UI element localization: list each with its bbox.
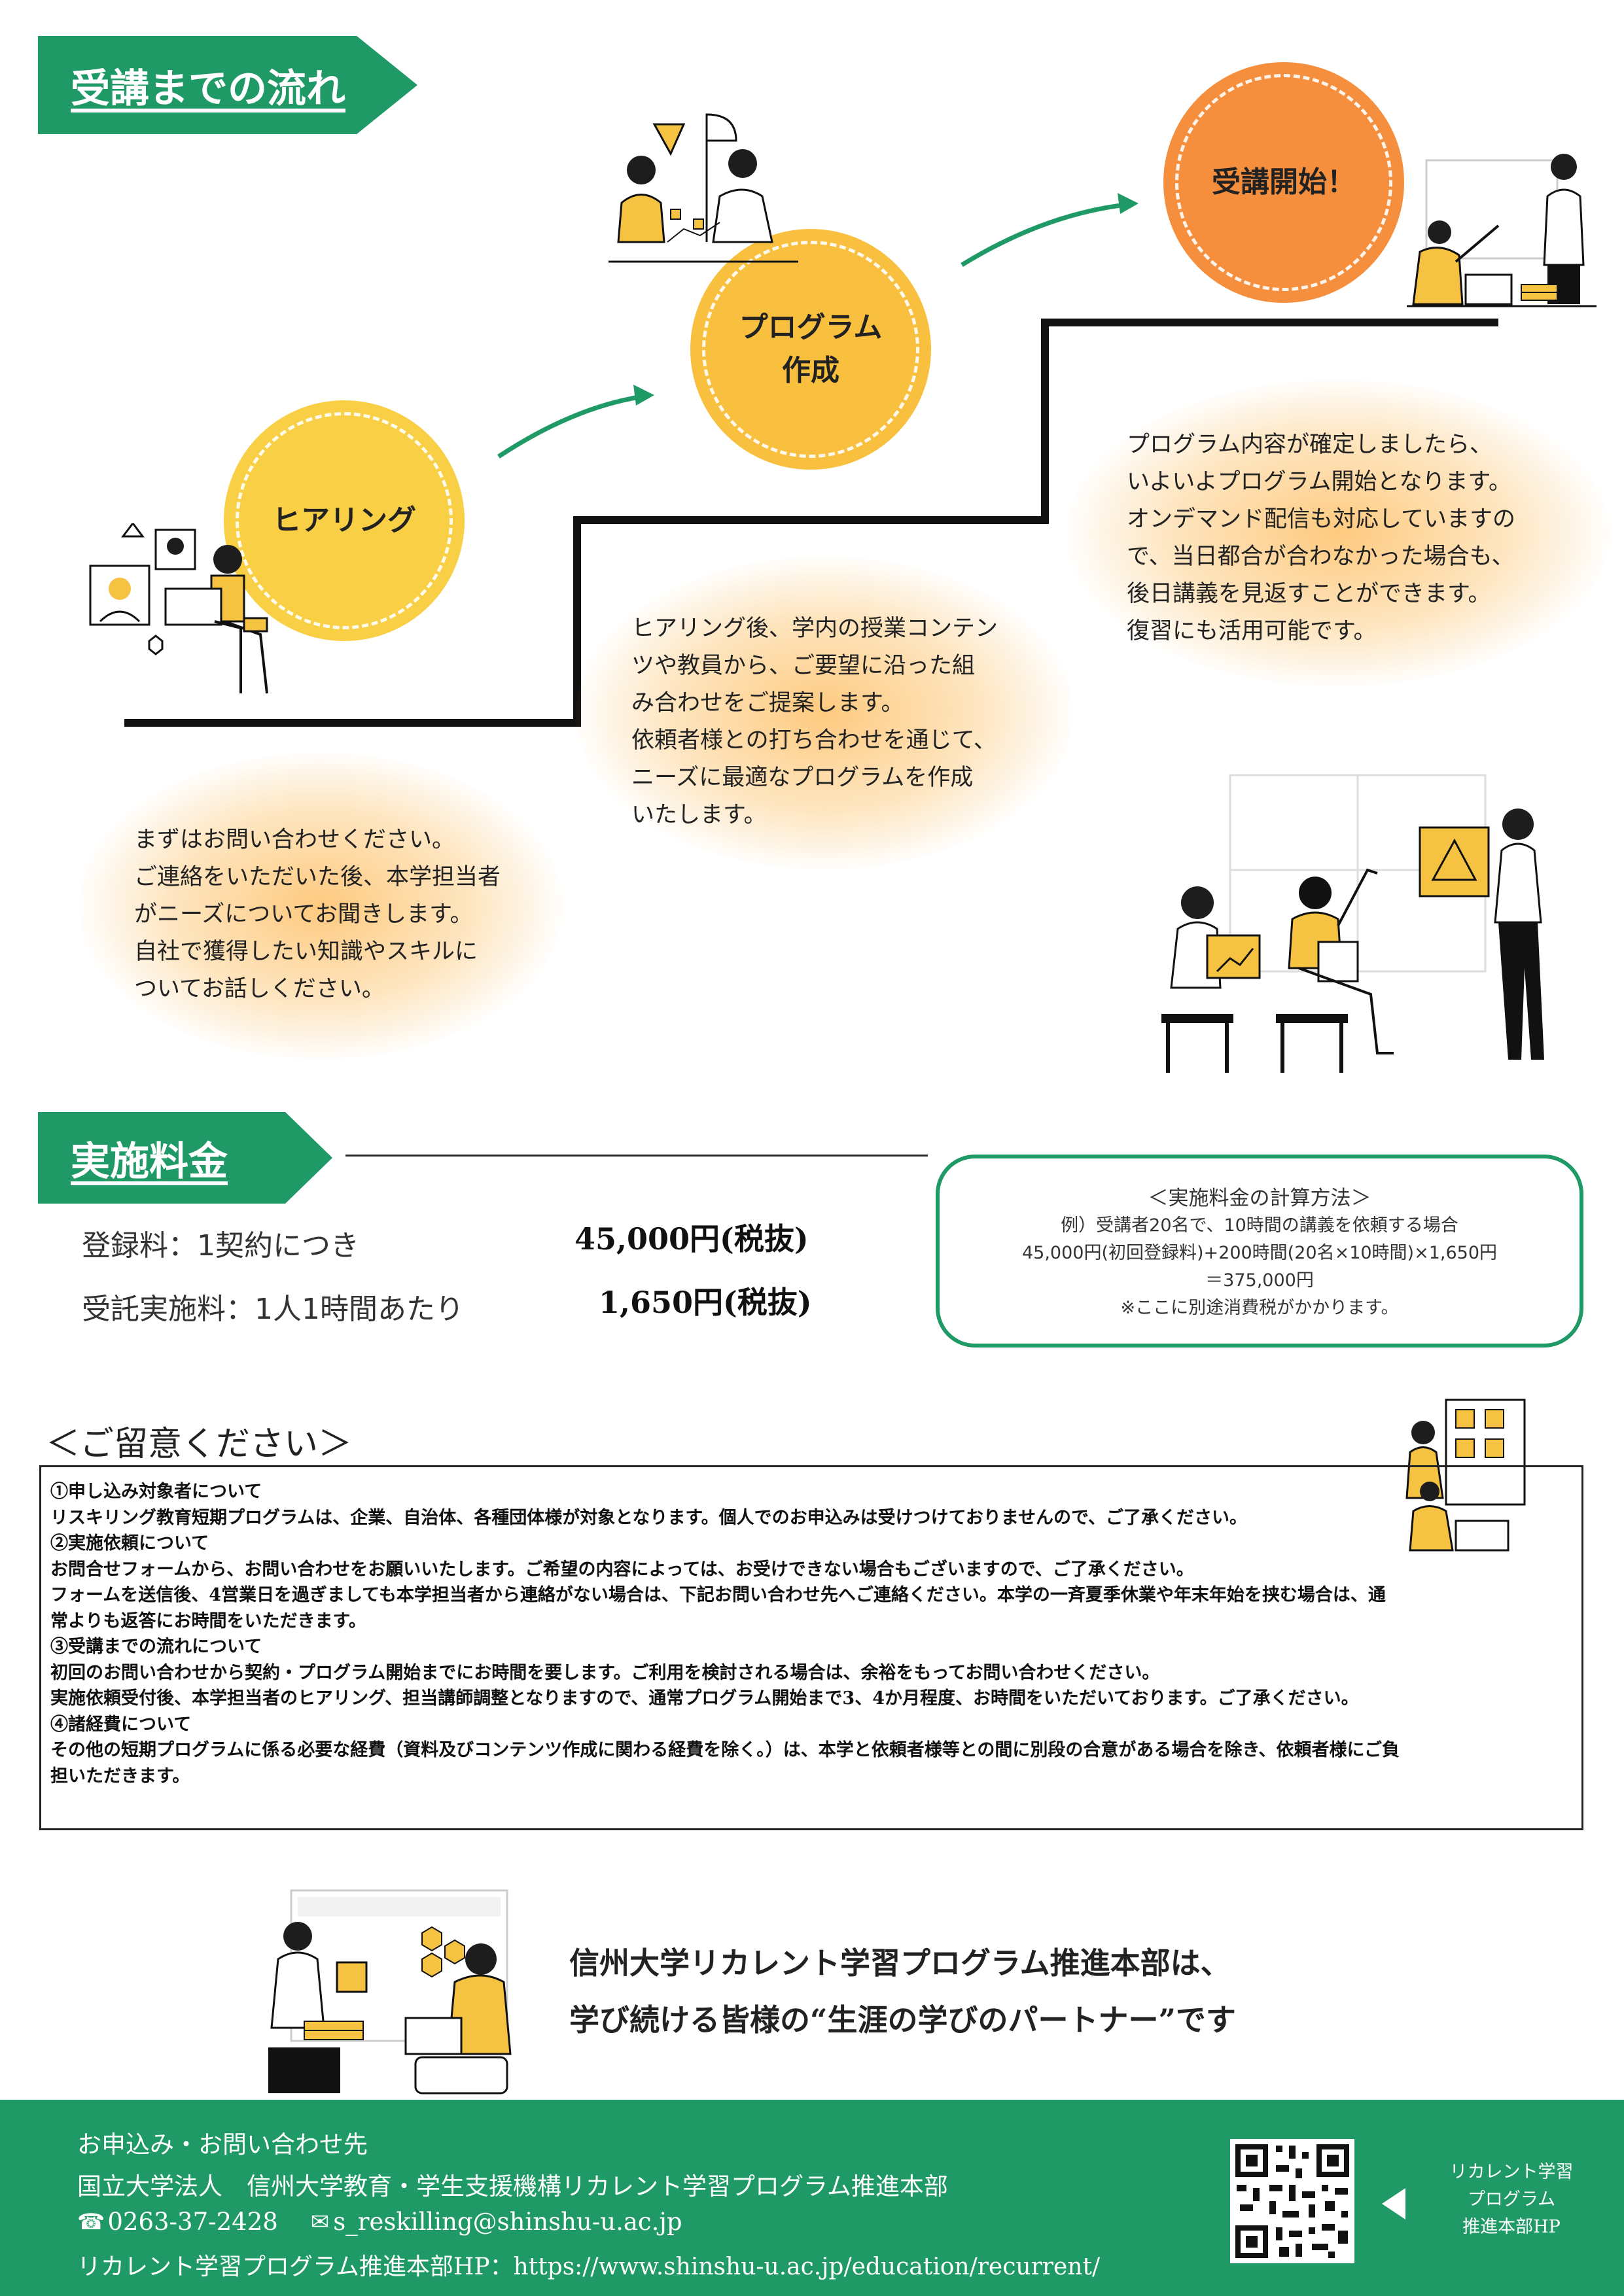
note-line: その他の短期プログラムに係る必要な経費（資料及びコンテンツ作成に関わる経費を除く…	[50, 1740, 1400, 1760]
step2-circle: プログラム 作成	[690, 229, 931, 470]
fee-example-line3: ＝375,000円	[1205, 1270, 1314, 1291]
message-line2: 学び続ける皆様の“生涯の学びのパートナー”です	[569, 2002, 1236, 2038]
fee-divider	[345, 1155, 928, 1157]
qr-label-line2: プログラム	[1467, 2189, 1556, 2210]
step1-circle: ヒアリング	[224, 400, 465, 641]
fee-example-box: ＜実施料金の計算方法＞ 例）受講者20名で、10時間の講義を依頼する場合 45,…	[936, 1155, 1583, 1348]
phone-icon: ☎	[77, 2208, 105, 2235]
step2-description: ヒアリング後、学内の授業コンテン ツや教員から、ご要望に沿った組 み合わせをご提…	[631, 616, 998, 828]
flow-section-title: 受講までの流れ	[38, 36, 417, 134]
message-line1: 信州大学リカレント学習プログラム推進本部は、	[569, 1945, 1231, 1981]
note-line: 実施依頼受付後、本学担当者のヒアリング、担当講師調整となりますので、通常プログラ…	[50, 1688, 1359, 1709]
step1-glow	[79, 752, 563, 1060]
registration-fee-value: 45,000円(税抜)	[574, 1221, 809, 1257]
note-line: 担いただきます。	[50, 1765, 190, 1786]
contact-footer: お申込み・お問い合わせ先 国立大学法人 信州大学教育・学生支援機構リカレント学習…	[0, 2100, 1624, 2296]
staircase-line	[124, 193, 1498, 727]
website-link[interactable]: リカレント学習プログラム推進本部HP：https://www.shinshu-u…	[77, 2253, 1101, 2280]
step3-glow	[1067, 379, 1610, 687]
fee-example-line4: ※ここに別途消費税がかかります。	[1120, 1298, 1399, 1318]
fee-example-heading: ＜実施料金の計算方法＞	[1148, 1187, 1371, 1210]
note-line: フォームを送信後、4営業日を過ぎましても本学担当者から連絡がない場合は、下記お問…	[50, 1585, 1386, 1605]
step2-label-line1: プログラム	[739, 311, 883, 344]
planning-illustration	[609, 113, 798, 263]
qr-label-line3: 推進本部HP	[1462, 2217, 1561, 2237]
phone-row: ☎ 0263-37-2428 ✉ s_reskilling@shinshu-u.…	[77, 2208, 682, 2236]
fee-section-title: 実施料金	[38, 1112, 332, 1204]
note-line: ③受講までの流れについて	[50, 1637, 262, 1657]
phone-number[interactable]: 0263-37-2428	[107, 2208, 278, 2236]
learning-partner-illustration	[268, 1889, 512, 2095]
team-meeting-illustration	[1161, 774, 1544, 1073]
fee-example-line1: 例）受講者20名で、10時間の講義を依頼する場合	[1061, 1215, 1458, 1236]
note-line: 初回のお問い合わせから契約・プログラム開始までにお時間を要します。ご利用を検討さ…	[50, 1662, 1160, 1683]
class-start-illustration	[1407, 154, 1597, 307]
mail-icon: ✉	[310, 2208, 330, 2235]
step1-label: ヒアリング	[272, 504, 416, 537]
qr-label-line1: リカレント学習	[1449, 2162, 1574, 2182]
qr-code[interactable]	[1230, 2139, 1354, 2263]
email-address[interactable]: s_reskilling@shinshu-u.ac.jp	[333, 2208, 682, 2236]
step2-label-line2: 作成	[782, 354, 839, 387]
step1-description: まずはお問い合わせください。 ご連絡をいただいた後、本学担当者 がニーズについて…	[134, 827, 501, 1002]
contact-heading: お申込み・お問い合わせ先	[77, 2131, 368, 2159]
note-line: お問合せフォームから、お問い合わせをお願いいたします。ご希望の内容によっては、お…	[50, 1559, 1194, 1580]
qr-pointer-icon	[1382, 2188, 1405, 2219]
step3-circle: 受講開始！	[1163, 62, 1404, 303]
step3-label: 受講開始！	[1212, 165, 1356, 199]
fee-example-line2: 45,000円(初回登録料)+200時間(20名×10時間)×1,650円	[1021, 1243, 1498, 1263]
registration-fee-label: 登録料：1契約につき	[82, 1229, 359, 1262]
note-line: ④諸経費について	[50, 1714, 192, 1735]
hourly-fee-value: 1,650円(税抜)	[599, 1285, 812, 1320]
hourly-fee-label: 受託実施料：1人1時間あたり	[82, 1293, 464, 1326]
note-line: リスキリング教育短期プログラムは、企業、自治体、各種団体様が対象となります。個人…	[50, 1507, 1247, 1528]
notes-illustration	[1405, 1399, 1526, 1552]
notes-title: ＜ご留意ください＞	[46, 1425, 353, 1464]
step2-glow	[576, 556, 1073, 870]
online-meeting-illustration	[89, 523, 268, 694]
note-line: 常よりも返答にお時間をいただきます。	[50, 1610, 366, 1631]
organization-name: 国立大学法人 信州大学教育・学生支援機構リカレント学習プログラム推進本部	[77, 2172, 948, 2200]
notes-box: ①申し込み対象者について リスキリング教育短期プログラムは、企業、自治体、各種団…	[39, 1465, 1583, 1830]
note-line: ①申し込み対象者について	[50, 1482, 262, 1502]
qr-label: リカレント学習 プログラム 推進本部HP	[1430, 2159, 1593, 2241]
note-line: ②実施依頼について	[50, 1533, 209, 1554]
step3-description: プログラム内容が確定しましたら、 いよいよプログラム開始となります。 オンデマン…	[1127, 432, 1515, 644]
